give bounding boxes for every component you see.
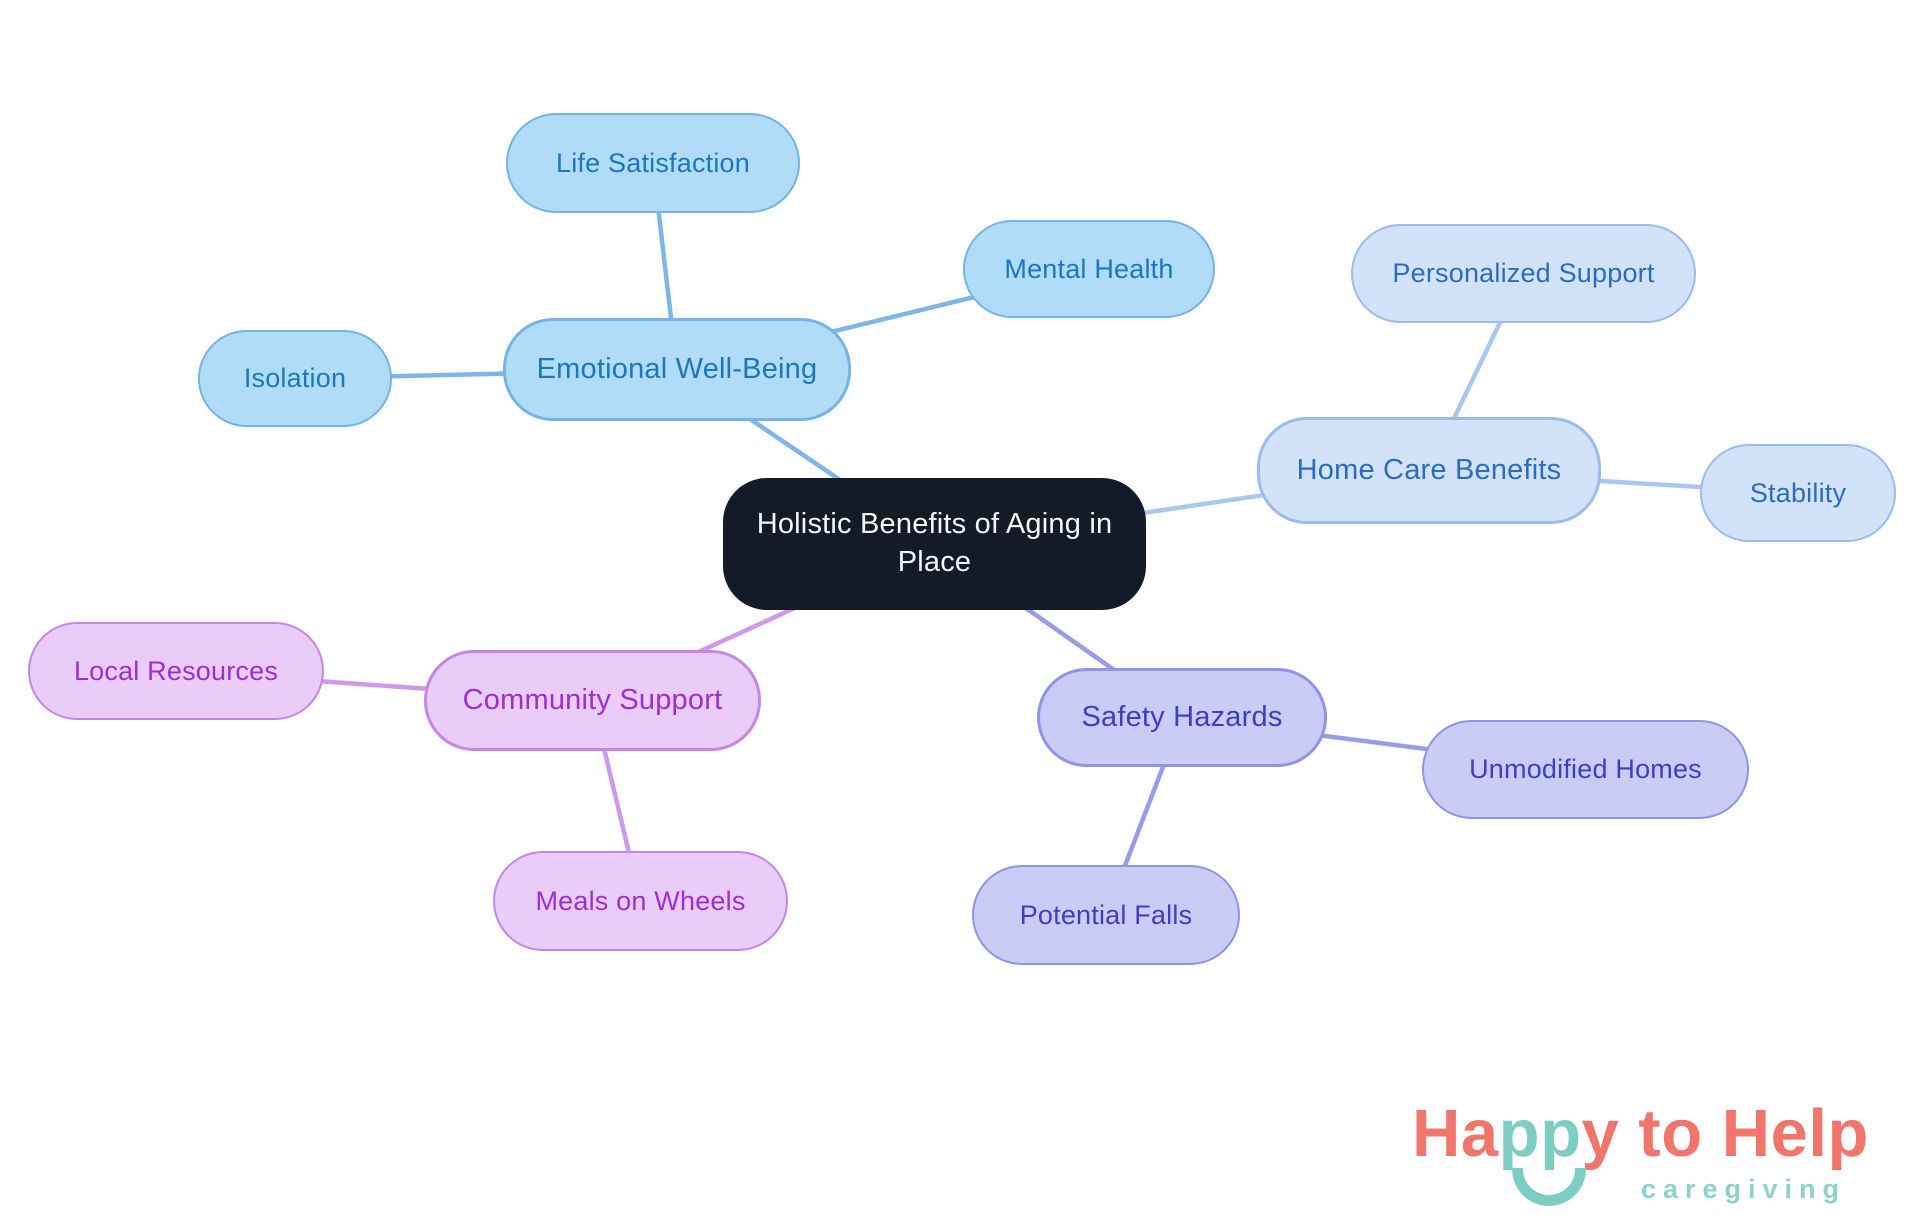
node-life-satisfaction[interactable]: Life Satisfaction: [506, 113, 800, 213]
node-emotional-well-being[interactable]: Emotional Well-Being: [503, 318, 851, 421]
logo-subtitle: caregiving: [1640, 1174, 1846, 1204]
node-meals-on-wheels[interactable]: Meals on Wheels: [493, 851, 788, 951]
brand-logo: Happy to Help caregiving: [1412, 1100, 1882, 1206]
node-community-support[interactable]: Community Support: [424, 650, 761, 751]
node-central-topic[interactable]: Holistic Benefits of Aging in Place: [723, 478, 1146, 610]
node-local-resources[interactable]: Local Resources: [28, 622, 324, 720]
node-safety-hazards[interactable]: Safety Hazards: [1037, 668, 1327, 767]
logo-word-start: Ha: [1412, 1096, 1499, 1171]
logo-word-mid: pp: [1498, 1096, 1582, 1171]
node-potential-falls[interactable]: Potential Falls: [972, 865, 1240, 965]
logo-wordmark: Happy to Help: [1412, 1100, 1882, 1206]
node-unmodified-homes[interactable]: Unmodified Homes: [1422, 720, 1749, 819]
node-isolation[interactable]: Isolation: [198, 330, 392, 427]
smile-icon: [1512, 1168, 1586, 1206]
logo-word-end: y to Help: [1581, 1096, 1869, 1171]
node-personalized-support[interactable]: Personalized Support: [1351, 224, 1696, 323]
node-mental-health[interactable]: Mental Health: [963, 220, 1215, 318]
node-stability[interactable]: Stability: [1700, 444, 1896, 542]
node-home-care-benefits[interactable]: Home Care Benefits: [1257, 417, 1601, 524]
